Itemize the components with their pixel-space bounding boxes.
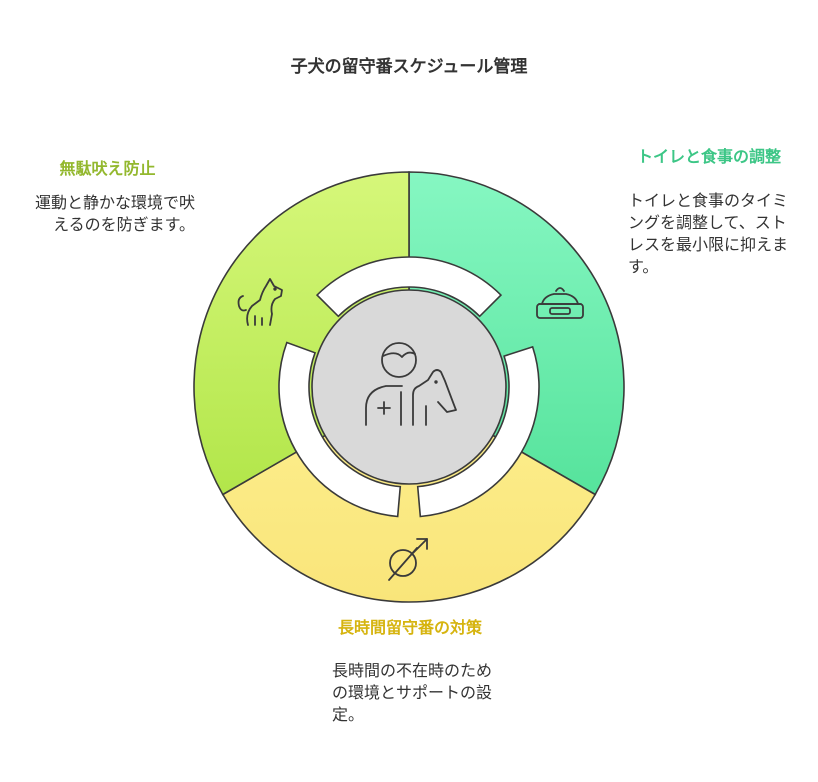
dog-sitting-icon: [237, 278, 283, 326]
segment-left-title: 無駄吠え防止: [59, 159, 156, 178]
center-circle: [311, 289, 507, 485]
male-symbol-slashed-icon: [388, 538, 428, 581]
segment-bottom: [221, 386, 597, 603]
segment-right-description: トイレと食事のタイミングを調整して、ストレスを最小限に抑えます。: [628, 191, 789, 276]
inner-arc-left: [278, 341, 402, 518]
segment-bottom-title: 長時間留守番の対策: [337, 618, 482, 637]
inner-arc-top: [315, 256, 503, 318]
food-bowl-icon: [536, 287, 584, 319]
segment-bottom-description: 長時間の不在時のための環境とサポートの設定。: [332, 661, 493, 724]
inner-arc-right: [416, 345, 540, 518]
vet-with-dog-icon: [365, 342, 457, 426]
segment-left-description: 運動と静かな環境で吠えるのを防ぎます。: [34, 193, 195, 234]
segment-right-title: トイレと食事の調整: [636, 147, 781, 166]
diagram-title: 子犬の留守番スケジュール管理: [290, 57, 528, 77]
